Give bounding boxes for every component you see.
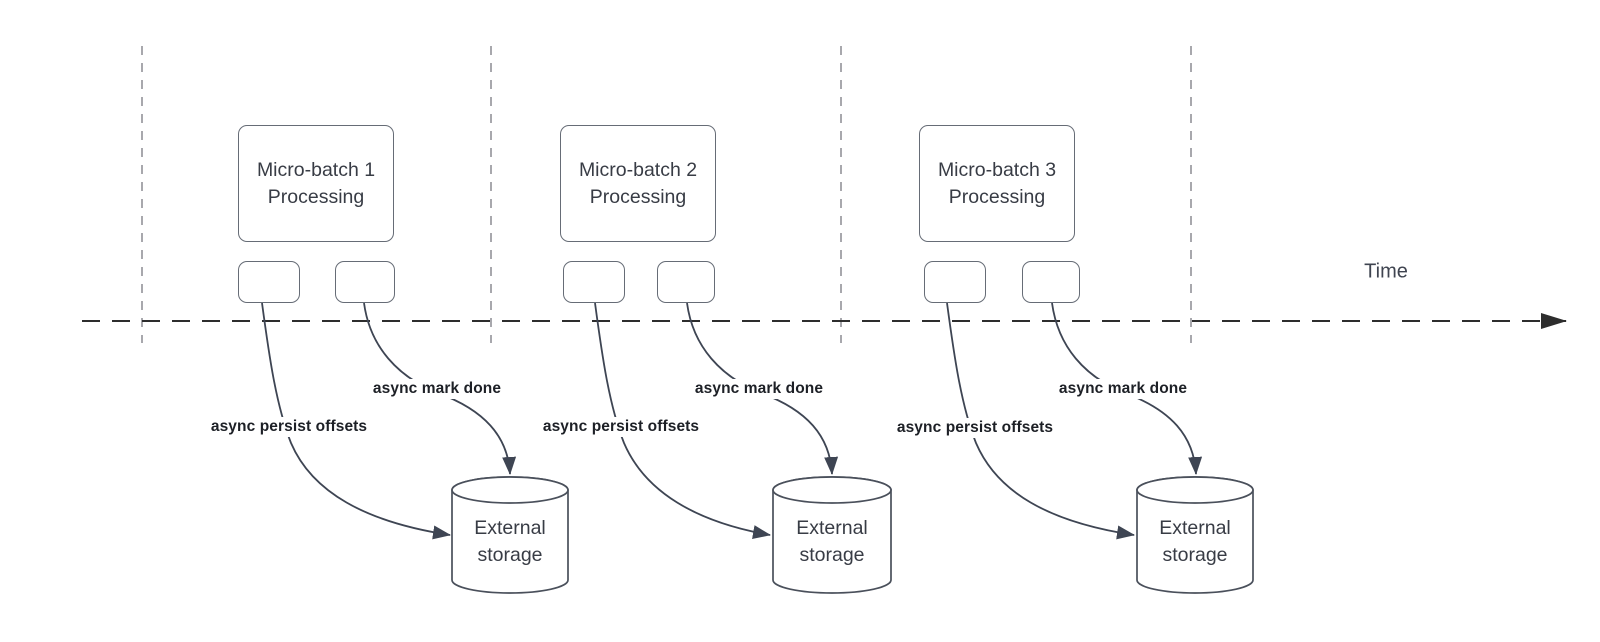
external-storage-label-1: External storage [474, 517, 546, 566]
persist-offsets-arrow-3 [946, 302, 1135, 540]
persist-offsets-label-1: async persist offsets [207, 417, 371, 437]
mark-done-label-1: async mark done [369, 379, 505, 399]
mark-done-label-3: async mark done [1055, 379, 1191, 399]
persist-offsets-label-3: async persist offsets [893, 418, 1057, 438]
microbatch-2-title: Micro-batch 2 Processing [578, 158, 698, 208]
persist-offsets-label-2: async persist offsets [539, 417, 703, 437]
microbatch-1-processing-box: Micro-batch 1 Processing [238, 125, 394, 242]
persist-offsets-arrow-1 [261, 302, 451, 540]
storage-cylinder-3 [1136, 476, 1254, 594]
storage-cylinder-1 [451, 476, 569, 594]
persist-offsets-arrow-2 [594, 302, 771, 539]
microbatch-1-task-box-right [335, 261, 395, 303]
microbatch-2-task-box-left [563, 261, 625, 303]
storage-cylinder-2 [772, 476, 892, 594]
mark-done-label-2: async mark done [691, 379, 827, 399]
microbatch-2-processing-box: Micro-batch 2 Processing [560, 125, 716, 242]
microbatch-1-title: Micro-batch 1 Processing [256, 158, 376, 208]
microbatch-3-processing-box: Micro-batch 3 Processing [919, 125, 1075, 242]
microbatch-1-task-box-left [238, 261, 300, 303]
microbatch-3-task-box-left [924, 261, 986, 303]
external-storage-label-2: External storage [796, 517, 868, 566]
microbatch-2-task-box-right [657, 261, 715, 303]
external-storage-label-3: External storage [1159, 517, 1231, 566]
microbatch-3-task-box-right [1022, 261, 1080, 303]
time-axis-label: Time [1364, 260, 1408, 283]
microbatch-3-title: Micro-batch 3 Processing [937, 158, 1057, 208]
